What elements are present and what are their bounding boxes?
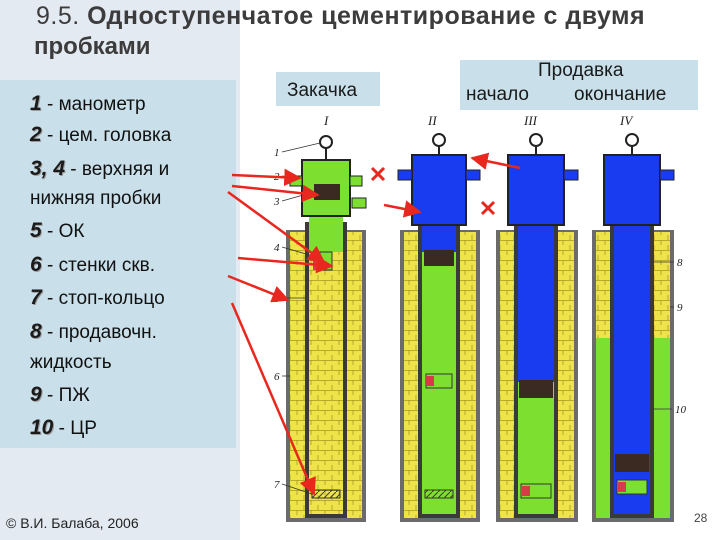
leader-line-1	[282, 143, 320, 152]
well-1-inlet-right-low	[352, 198, 366, 208]
stage-label-2: II	[427, 113, 437, 128]
well-1-manometer-icon	[320, 136, 332, 148]
well-4-top-plug	[615, 454, 649, 472]
figure-number-6: 6	[274, 371, 280, 383]
well-1-top-plug	[314, 184, 340, 200]
well-3-manometer-icon	[530, 134, 542, 146]
well-4-inlet-right	[660, 170, 674, 180]
figure-number-8: 8	[677, 257, 683, 269]
page-number: 28	[694, 511, 707, 525]
well-1-stop-ring	[312, 490, 340, 498]
well-4-cement-head	[604, 155, 660, 225]
well-2-plug-mark	[426, 376, 434, 386]
well-1-inlet-right	[350, 176, 362, 186]
figure-number-7: 7	[274, 479, 280, 491]
well-1: I	[286, 113, 366, 522]
stage-label-4: IV	[619, 113, 634, 128]
well-3-inlet-right	[564, 170, 578, 180]
well-3: III	[496, 113, 578, 522]
well-2-cement-head	[412, 155, 466, 225]
figure-number-4: 4	[274, 242, 280, 254]
copyright: © В.И. Балаба, 2006	[6, 515, 139, 531]
stage-label-3: III	[523, 113, 538, 128]
figure-number-3: 3	[273, 196, 280, 208]
stage-label-1: I	[323, 113, 329, 128]
figure-number-1: 1	[274, 147, 280, 159]
well-4-plug-mark	[618, 482, 626, 492]
well-2: II	[398, 113, 480, 522]
well-2-stop-ring	[425, 490, 453, 498]
well-2-top-plug	[424, 250, 454, 266]
well-2-inlet-left	[398, 170, 412, 180]
well-3-top-plug	[519, 380, 553, 398]
well-4-manometer-icon	[626, 134, 638, 146]
figure-number-10: 10	[675, 404, 687, 416]
well-2-manometer-icon	[433, 134, 445, 146]
well-1-cement	[309, 214, 343, 252]
figure-number-9: 9	[677, 302, 683, 314]
well-3-displacement	[518, 222, 554, 382]
well-4: IV	[592, 113, 674, 522]
arrow-to-cement-head	[232, 175, 300, 178]
arrow-to-wall	[228, 276, 288, 300]
well-3-cement-head	[508, 155, 564, 225]
well-2-inlet-right	[466, 170, 480, 180]
well-2-displacement	[422, 222, 456, 252]
well-3-plug-mark	[522, 486, 530, 496]
